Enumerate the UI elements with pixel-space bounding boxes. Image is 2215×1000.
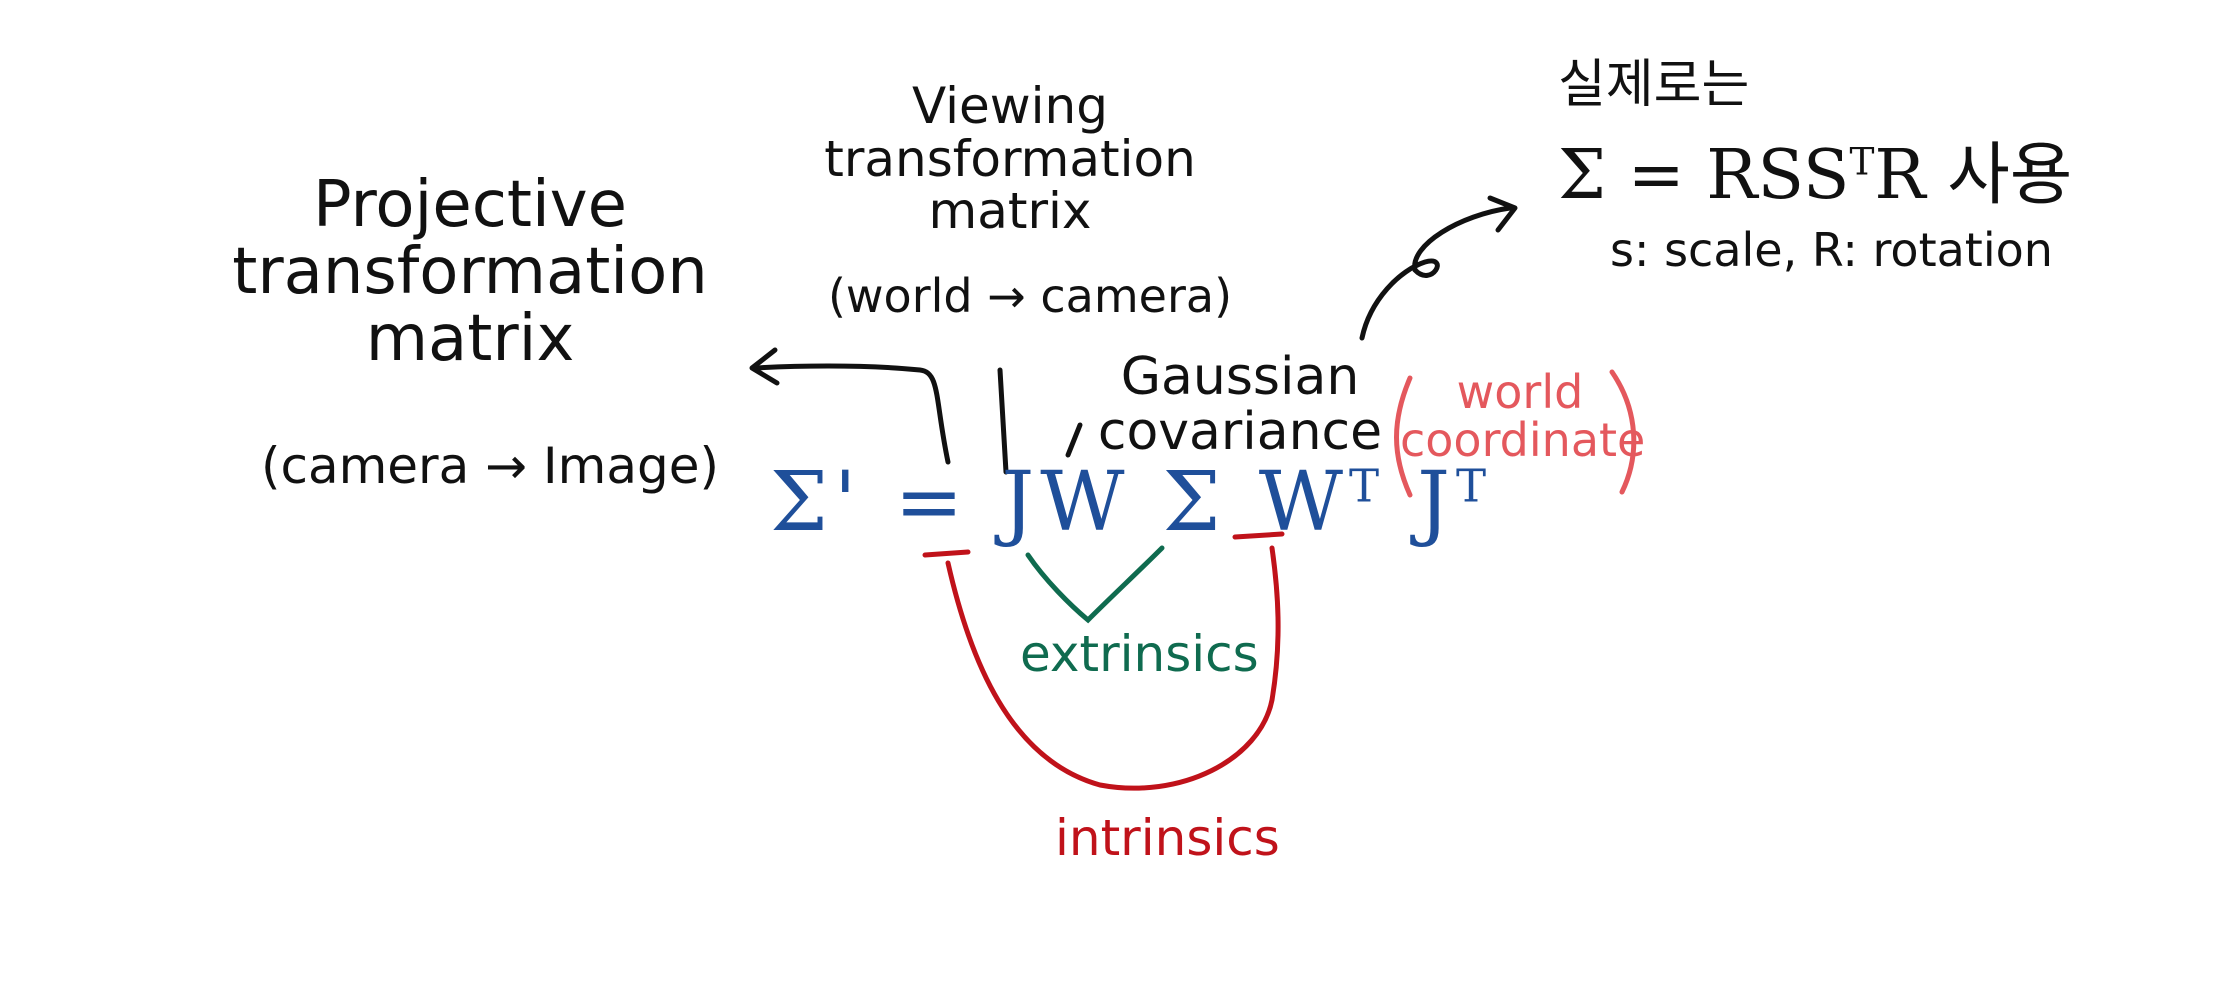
extrinsics-bracket — [1025, 545, 1165, 624]
equation-j-t-sup: T — [1456, 459, 1493, 513]
world-paren-right — [1609, 369, 1637, 495]
equation-w-t: W — [1258, 455, 1350, 550]
arrowhead-projective — [749, 347, 780, 386]
arrow-to-note — [1359, 205, 1513, 341]
covariance-equation: Σ' = JW Σ WT JT — [770, 459, 1493, 546]
note-legend: s: scale, R: rotation — [1610, 223, 2053, 277]
world-paren-left — [1394, 375, 1413, 498]
equation-w-t-sup: T — [1349, 459, 1386, 513]
extrinsics-label: extrinsics — [1020, 625, 1259, 683]
projective-subtitle: (camera → Image) — [260, 437, 720, 495]
tick-to-gaussian — [1065, 422, 1083, 458]
intrinsics-bracket — [945, 545, 1281, 791]
equation-w: W — [1040, 455, 1131, 550]
note-formula-rhs: R 사용 — [1874, 136, 2073, 215]
arrow-to-projective — [752, 363, 951, 465]
equation-j: J — [1001, 455, 1041, 550]
underline-jt — [1232, 531, 1285, 540]
note-formula-sup: T — [1849, 139, 1875, 184]
equation-sigma: Σ — [1162, 455, 1227, 550]
arrowhead-note — [1487, 195, 1518, 233]
intrinsics-label: intrinsics — [1055, 809, 1280, 867]
note-formula: Σ = RSSTR 사용 — [1558, 140, 2072, 211]
equation-lhs: Σ' — [770, 455, 863, 550]
underline-j — [922, 549, 971, 558]
equation-equals: = — [894, 455, 970, 550]
viewing-subtitle: (world → camera) — [827, 269, 1233, 323]
line-to-viewing — [997, 367, 1009, 475]
note-formula-lhs: Σ = RSS — [1558, 136, 1850, 215]
note-korean-heading: 실제로는 — [1558, 55, 1750, 115]
equation-j-t: J — [1417, 455, 1457, 550]
